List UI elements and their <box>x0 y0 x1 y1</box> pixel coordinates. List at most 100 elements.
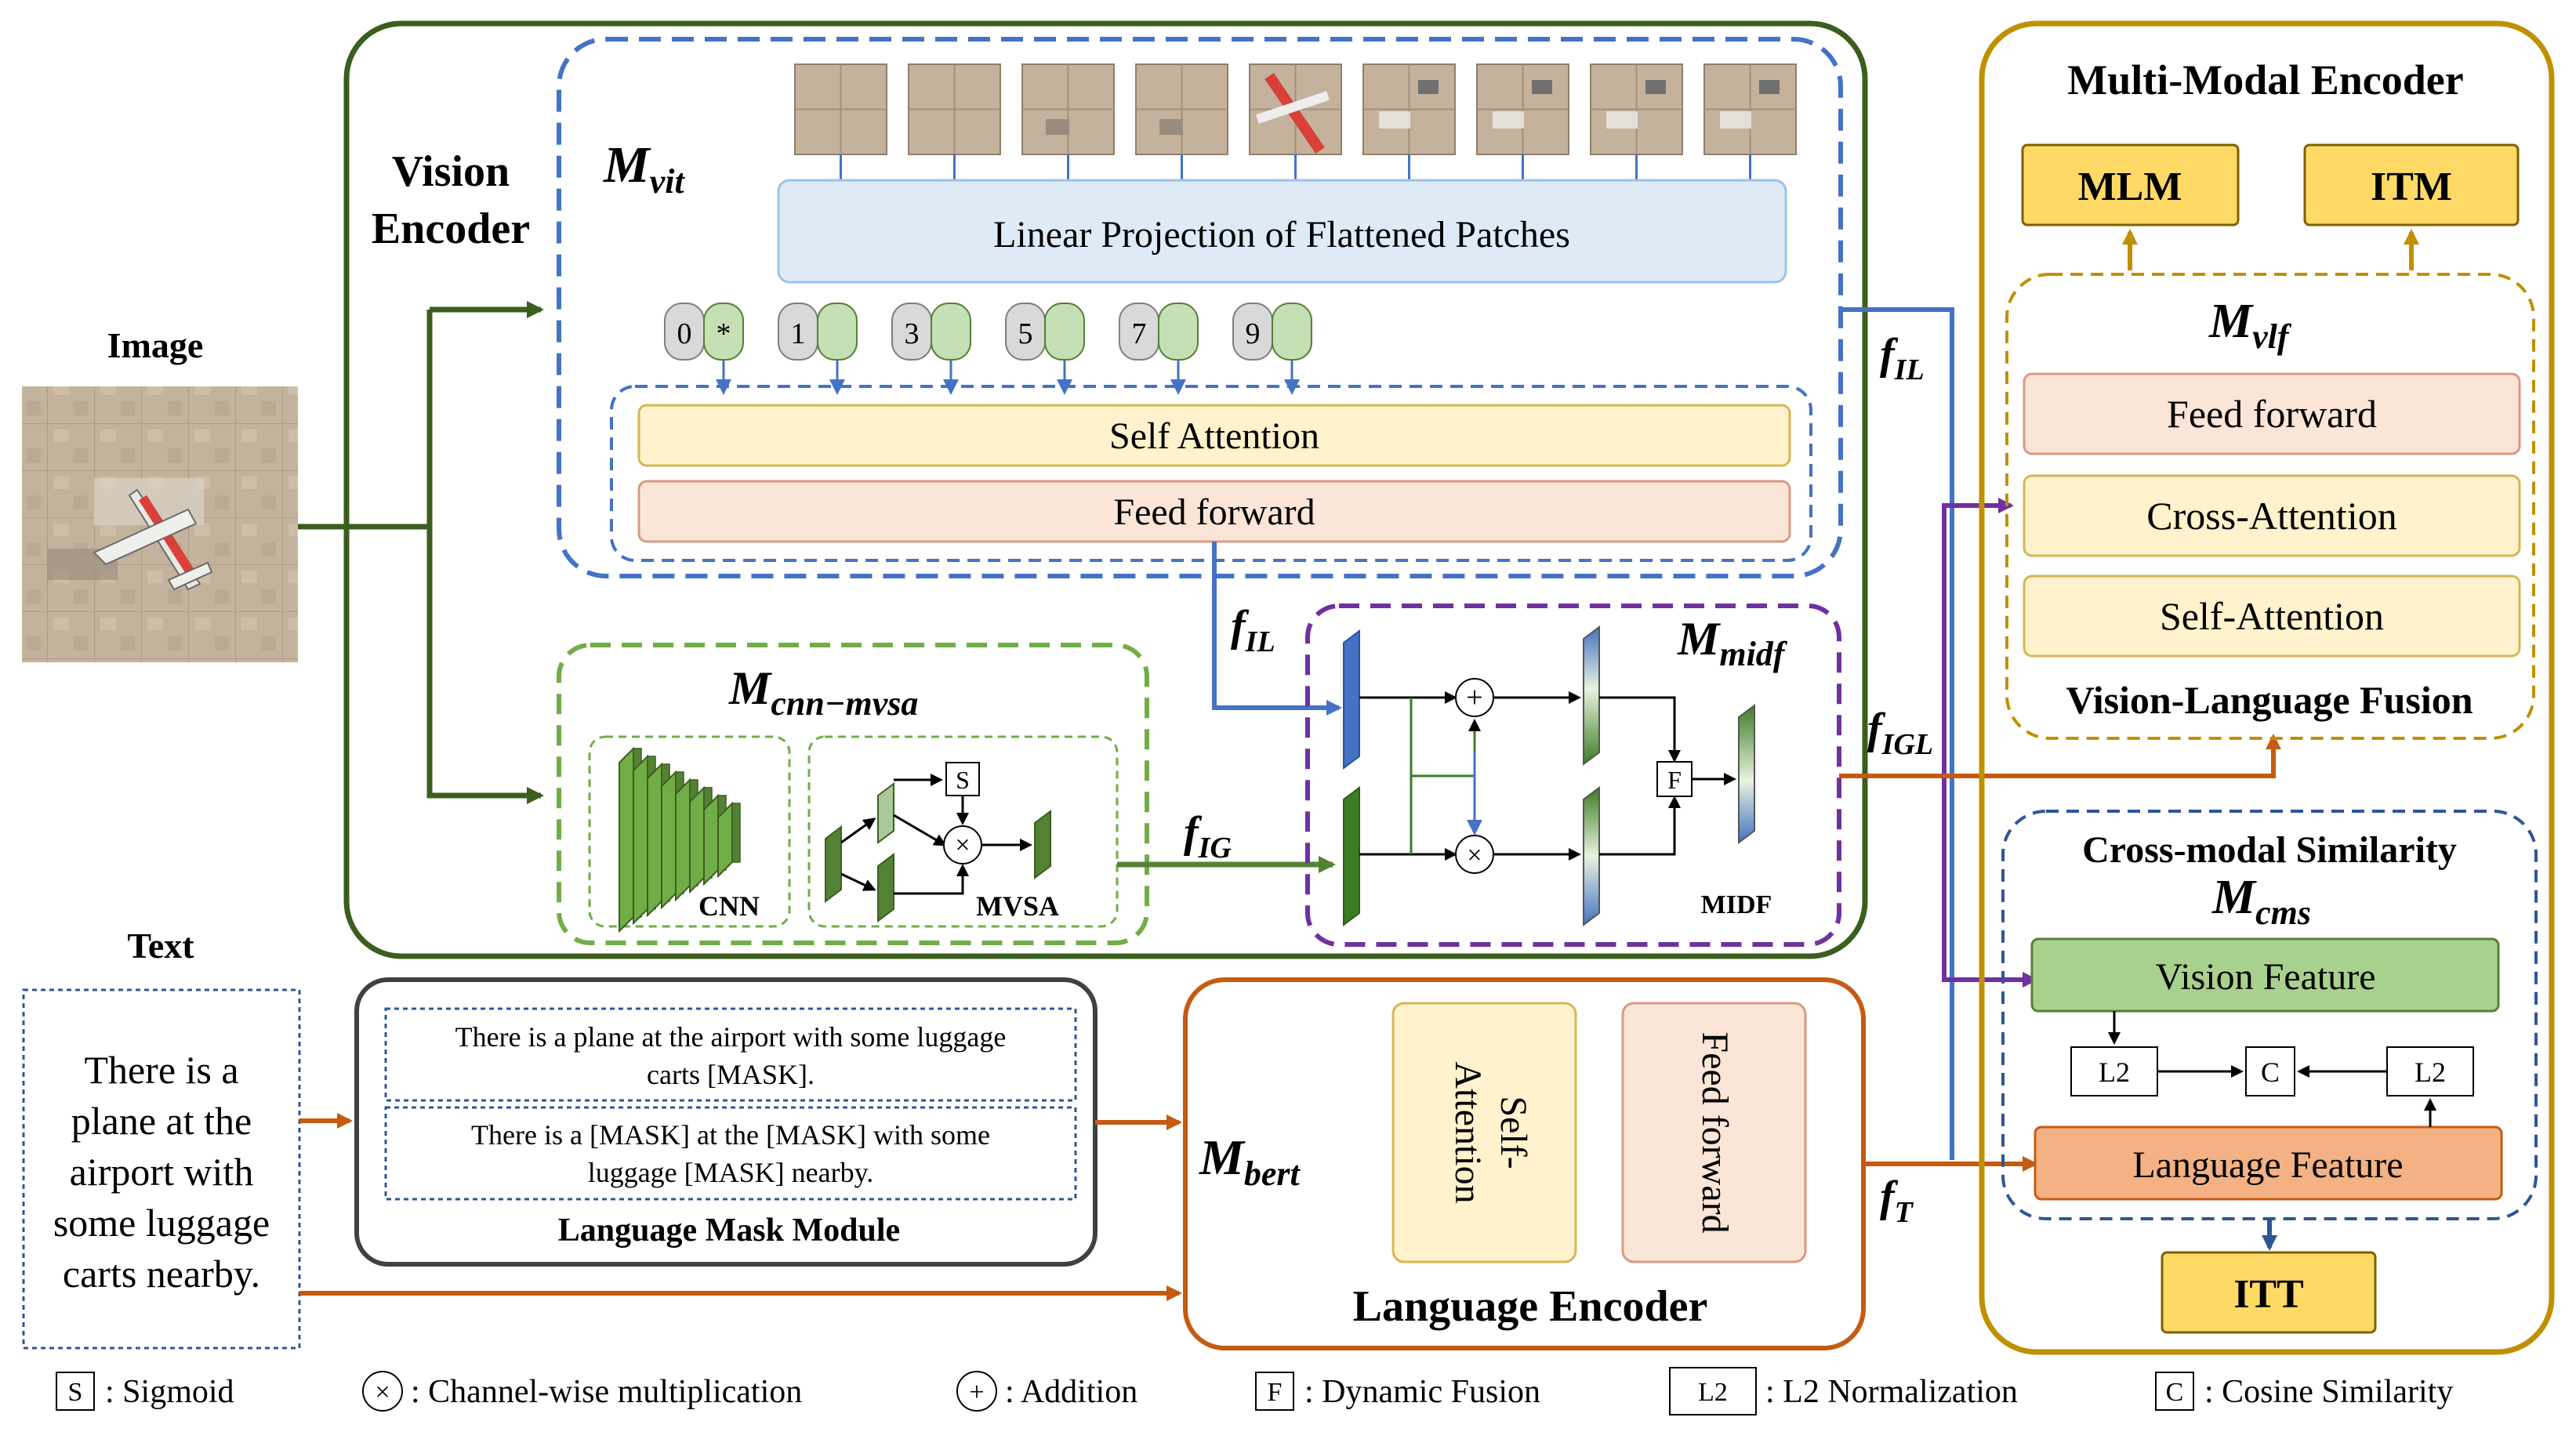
image-patch <box>794 63 887 180</box>
itt-label: ITT <box>2233 1272 2304 1317</box>
l2-right-label: L2 <box>2415 1057 2446 1088</box>
text-caption-line: some luggage <box>53 1201 270 1245</box>
language-feature-label: Language Feature <box>2132 1144 2403 1186</box>
text-caption-line: airport with <box>70 1150 254 1194</box>
mvsa-subbox <box>807 735 1119 928</box>
cnn-layer <box>703 793 719 886</box>
figl-label: fIGL <box>1867 705 1933 761</box>
cosine-label: C <box>2261 1057 2280 1088</box>
mvsa-label: MVSA <box>976 890 1059 922</box>
cms-title: Cross-modal Similarity <box>2082 829 2457 871</box>
midf-add-symbol: + <box>1466 681 1482 714</box>
svg-text:Self-: Self- <box>1493 1096 1534 1169</box>
token-index-label: 0 <box>677 317 692 350</box>
multimodal-encoder-box <box>1979 20 2555 1355</box>
text-caption-line: There is a <box>84 1048 238 1092</box>
patch-token-embedding: * <box>703 303 744 395</box>
legend-symbol: L2 <box>1698 1378 1728 1407</box>
multimodal-encoder-title: Multi-Modal Encoder <box>2067 56 2463 103</box>
patch-token-index: 5 <box>1005 303 1046 361</box>
linear-projection-box <box>777 179 1787 284</box>
bert-self-attention-label: Self- Attention <box>1447 1061 1534 1203</box>
legend-text: : Cosine Similarity <box>2204 1374 2453 1410</box>
l2-left-label: L2 <box>2099 1057 2130 1088</box>
cnn-layer <box>717 801 733 879</box>
midf-add-node <box>1455 678 1494 717</box>
vlf-title: Vision-Language Fusion <box>2066 678 2473 722</box>
fil-label: fIL <box>1880 330 1925 386</box>
cnn-layer <box>675 777 691 902</box>
image-label: Image <box>107 325 204 365</box>
token-index-label: 9 <box>1246 317 1261 350</box>
cnn-layers-icon <box>619 746 741 933</box>
patch-tokens: 0 * 1 3 5 7 9 <box>664 303 1312 395</box>
cnn-layer <box>647 762 662 918</box>
cms-label: Mcms <box>2211 871 2311 932</box>
cnn-layer <box>633 754 648 926</box>
image-patch <box>1021 63 1115 180</box>
patch-token-embedding <box>1044 303 1085 395</box>
cosine-node <box>2245 1046 2295 1096</box>
image-input-section: Image <box>22 325 298 662</box>
midf-fusion-symbol: F <box>1667 766 1682 794</box>
patch-token-embedding <box>1158 303 1199 395</box>
patch-token-index: 1 <box>778 303 818 361</box>
text-caption-line: plane at the <box>71 1099 252 1143</box>
input-image <box>22 386 298 662</box>
patch-token-index: 7 <box>1119 303 1159 361</box>
legend-symbol: × <box>375 1378 390 1407</box>
midf-label: MIDF <box>1701 890 1772 919</box>
plane-icon <box>93 488 213 591</box>
vlf-self-attention-label: Self-Attention <box>2160 594 2384 638</box>
midf-box <box>1305 604 1841 947</box>
language-mask-module: There is a plane at the airport with som… <box>354 977 1098 1267</box>
vision-feature-box <box>2030 937 2500 1013</box>
legend-text: : Dynamic Fusion <box>1304 1374 1540 1410</box>
masked-sentence-1-line: carts [MASK]. <box>647 1059 815 1090</box>
language-encoder: Mbert Self- Attention Feed forward Langu… <box>1183 977 1866 1350</box>
legend-symbol: S <box>68 1378 83 1407</box>
bert-self-attention-box <box>1391 1002 1577 1263</box>
itt-box <box>2161 1251 2377 1334</box>
itm-box <box>2303 143 2520 227</box>
language-feature-box <box>2034 1125 2503 1201</box>
legend-symbol: + <box>969 1378 984 1407</box>
masked-sentence-2-box <box>384 1106 1077 1201</box>
vision-encoder-title-line: Encoder <box>372 205 530 253</box>
linear-projection-label: Linear Projection of Flattened Patches <box>993 214 1570 256</box>
cnn-label: CNN <box>698 890 760 922</box>
patch-token-index: 0 <box>664 303 705 361</box>
masked-sentence-2-line: luggage [MASK] nearby. <box>588 1157 874 1188</box>
l2-right-node <box>2386 1046 2474 1096</box>
legend-item: ×: Channel-wise multiplication <box>362 1371 802 1412</box>
legend-item: F: Dynamic Fusion <box>1255 1372 1540 1411</box>
token-index-label: 3 <box>905 317 920 350</box>
image-patch <box>1249 63 1342 180</box>
text-input-section: Text There is a plane at the airport wit… <box>22 926 301 1350</box>
patch-token-embedding <box>1272 303 1312 395</box>
vision-encoder-title-line: Vision <box>392 147 510 196</box>
masked-sentence-1-line: There is a plane at the airport with som… <box>455 1021 1007 1053</box>
image-patch <box>1362 63 1456 180</box>
vit-label: Mvit <box>603 136 685 201</box>
vlf-feed-forward-box <box>2023 372 2521 455</box>
legend: S : Sigmoid ×: Channel-wise multiplication… <box>56 1367 2453 1415</box>
image-patches <box>794 63 1797 180</box>
image-patch <box>1703 63 1797 180</box>
vit-self-attention-box <box>637 404 1791 467</box>
mvsa-multiply-symbol: × <box>955 831 970 860</box>
legend-item: +: Addition <box>956 1371 1137 1412</box>
midf-module: + × F MIDF <box>1343 625 1772 926</box>
mvsa-module: S × MVSA <box>825 762 1059 922</box>
legend-symbol: C <box>2166 1378 2184 1407</box>
vit-self-attention-label: Self Attention <box>1109 415 1319 457</box>
image-patch <box>1590 63 1683 180</box>
mvsa-multiply-node <box>943 825 982 864</box>
cnn-subbox <box>588 735 791 928</box>
text-caption-box <box>22 988 301 1350</box>
fig-label: fIG <box>1184 808 1232 864</box>
vit-transformer-block <box>610 385 1812 562</box>
legend-text: : Sigmoid <box>105 1374 234 1410</box>
sigmoid-node-label: S <box>956 766 970 794</box>
vit-feed-forward-label: Feed forward <box>1113 491 1315 533</box>
